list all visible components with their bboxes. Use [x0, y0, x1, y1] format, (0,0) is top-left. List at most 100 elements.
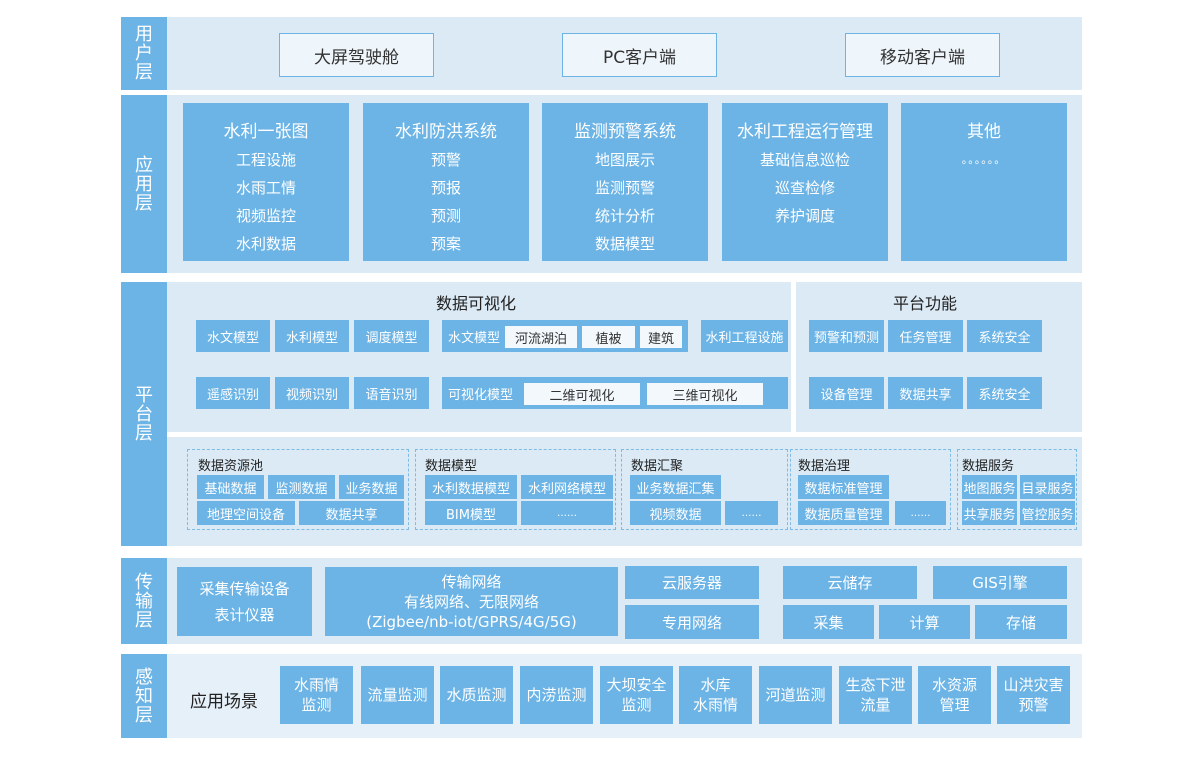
scene-item[interactable]: 河道监测	[759, 666, 832, 724]
visual-model-button[interactable]: 水文模型	[196, 320, 270, 352]
data-pool-button[interactable]: 基础数据	[197, 475, 264, 499]
scene-item[interactable]: 生态下泄 流量	[839, 666, 912, 724]
scene-item-line: 生态下泄	[845, 676, 906, 694]
data-gather-button[interactable]: 业务数据汇集	[630, 475, 721, 499]
scene-item-line: 水雨情	[692, 696, 738, 714]
layer-label-sense: 感知层	[121, 654, 167, 738]
recognition-button[interactable]: 视频识别	[275, 377, 349, 409]
recognition-button[interactable]: 语音识别	[354, 377, 429, 409]
scene-item[interactable]: 流量监测	[361, 666, 434, 724]
function-button[interactable]: 系统安全	[967, 320, 1042, 352]
function-button[interactable]: 系统安全	[967, 377, 1042, 409]
data-pool-button[interactable]: 监测数据	[268, 475, 335, 499]
app-card-item: 预测	[430, 207, 461, 225]
vis-sub-button[interactable]: 三维可视化	[647, 383, 763, 405]
app-card-item: 预报	[430, 179, 461, 197]
data-gather-button[interactable]: 视频数据	[630, 501, 721, 525]
hydro-sub-button[interactable]: 河流湖泊	[505, 326, 577, 348]
scene-item[interactable]: 水资源 管理	[918, 666, 991, 724]
data-govern-button[interactable]: 数据标准管理	[798, 475, 889, 499]
network-line: 有线网络、无限网络	[403, 592, 539, 611]
data-model-button[interactable]: BIM模型	[425, 501, 517, 525]
user-item[interactable]: 大屏驾驶舱	[279, 33, 434, 77]
data-pool-button[interactable]: 业务数据	[339, 475, 404, 499]
scene-item-line: 水库	[700, 676, 731, 694]
scene-item-line: 监测	[301, 696, 332, 714]
app-card[interactable]: 水利一张图 工程设施 水雨工情 视频监控 水利数据	[183, 103, 349, 261]
function-button[interactable]: 任务管理	[888, 320, 963, 352]
app-card-title: 其他	[967, 122, 1001, 142]
data-govern-button[interactable]: 数据质量管理	[798, 501, 889, 525]
data-model-button[interactable]: ……	[521, 501, 613, 525]
hydro-sub-button[interactable]: 植被	[582, 326, 635, 348]
data-service-button[interactable]: 地图服务	[962, 475, 1017, 499]
function-button[interactable]: 预警和预测	[809, 320, 884, 352]
cloud-server-button[interactable]: 云服务器	[625, 566, 759, 599]
ops-button[interactable]: 存储	[975, 605, 1067, 639]
data-govern-button[interactable]: ……	[895, 501, 946, 525]
scene-item[interactable]: 大坝安全 监测	[600, 666, 673, 724]
app-card-title: 水利防洪系统	[395, 122, 497, 142]
data-service-button[interactable]: 管控服务	[1020, 501, 1075, 525]
user-item[interactable]: 移动客户端	[845, 33, 1000, 77]
app-card[interactable]: 监测预警系统 地图展示 监测预警 统计分析 数据模型	[542, 103, 708, 261]
data-gather-group	[621, 449, 788, 530]
data-service-button[interactable]: 目录服务	[1020, 475, 1075, 499]
scene-item-line: 内涝监测	[526, 686, 587, 704]
function-title: 平台功能	[892, 294, 957, 313]
data-pool-group	[187, 449, 409, 530]
scene-item[interactable]: 水质监测	[440, 666, 513, 724]
app-card[interactable]: 水利防洪系统 预警 预报 预测 预案	[363, 103, 529, 261]
app-card-item: 预警	[430, 151, 461, 169]
recognition-button[interactable]: 遥感识别	[196, 377, 270, 409]
facility-button[interactable]: 水利工程设施	[701, 320, 788, 352]
ops-button[interactable]: 采集	[783, 605, 874, 639]
network-line: (Zigbee/nb-iot/GPRS/4G/5G)	[366, 612, 577, 631]
data-service-button[interactable]: 共享服务	[962, 501, 1017, 525]
scene-item[interactable]: 水雨情 监测	[280, 666, 353, 724]
app-card-item: 预案	[430, 235, 461, 253]
scene-item-line: 流量监测	[367, 686, 428, 704]
visual-model-button[interactable]: 调度模型	[354, 320, 429, 352]
ops-button[interactable]: 计算	[879, 605, 970, 639]
data-model-group	[415, 449, 616, 530]
vis-model-label: 可视化模型	[448, 387, 514, 403]
data-service-title: 数据服务	[962, 459, 1015, 474]
network-box[interactable]: 传输网络 有线网络、无限网络 (Zigbee/nb-iot/GPRS/4G/5G…	[325, 567, 618, 636]
app-card[interactable]: 水利工程运行管理 基础信息巡检 巡查检修 养护调度	[722, 103, 888, 261]
user-item[interactable]: PC客户端	[562, 33, 717, 77]
data-govern-title: 数据治理	[798, 459, 851, 474]
data-pool-button[interactable]: 地理空间设备	[197, 501, 295, 525]
visual-model-button[interactable]: 水利模型	[275, 320, 349, 352]
hydro-model-label: 水文模型	[448, 330, 501, 346]
data-pool-button[interactable]: 数据共享	[299, 501, 404, 525]
scene-item-line: 水质监测	[446, 686, 507, 704]
data-model-button[interactable]: 水利网络模型	[521, 475, 613, 499]
private-network-button[interactable]: 专用网络	[625, 605, 759, 639]
app-card-item: 监测预警	[594, 179, 655, 197]
scene-item[interactable]: 水库 水雨情	[679, 666, 752, 724]
data-gather-button[interactable]: ……	[725, 501, 778, 525]
scene-item[interactable]: 内涝监测	[520, 666, 593, 724]
function-button[interactable]: 设备管理	[809, 377, 884, 409]
hydro-sub-button[interactable]: 建筑	[640, 326, 682, 348]
scene-item-line: 大坝安全	[606, 676, 667, 694]
scene-item-line: 流量	[860, 696, 891, 714]
network-line: 传输网络	[441, 572, 502, 591]
app-card-title: 水利一张图	[223, 122, 309, 142]
visual-title: 数据可视化	[435, 294, 516, 313]
scene-label: 应用场景	[190, 692, 258, 712]
scene-item[interactable]: 山洪灾害 预警	[997, 666, 1070, 724]
app-card[interactable]: 其他 。。。。。。	[901, 103, 1067, 261]
function-button[interactable]: 数据共享	[888, 377, 963, 409]
app-card-title: 水利工程运行管理	[737, 122, 873, 142]
scene-item-line: 管理	[939, 696, 970, 714]
cloud-storage-button[interactable]: 云储存	[783, 566, 917, 599]
data-gather-title: 数据汇聚	[631, 459, 684, 474]
gis-engine-button[interactable]: GIS引擎	[933, 566, 1067, 599]
collect-device-box[interactable]: 采集传输设备 表计仪器	[177, 567, 312, 636]
vis-sub-button[interactable]: 二维可视化	[524, 383, 640, 405]
scene-item-line: 水雨情	[293, 676, 339, 694]
scene-item-line: 山洪灾害	[1003, 676, 1064, 694]
data-model-button[interactable]: 水利数据模型	[425, 475, 517, 499]
